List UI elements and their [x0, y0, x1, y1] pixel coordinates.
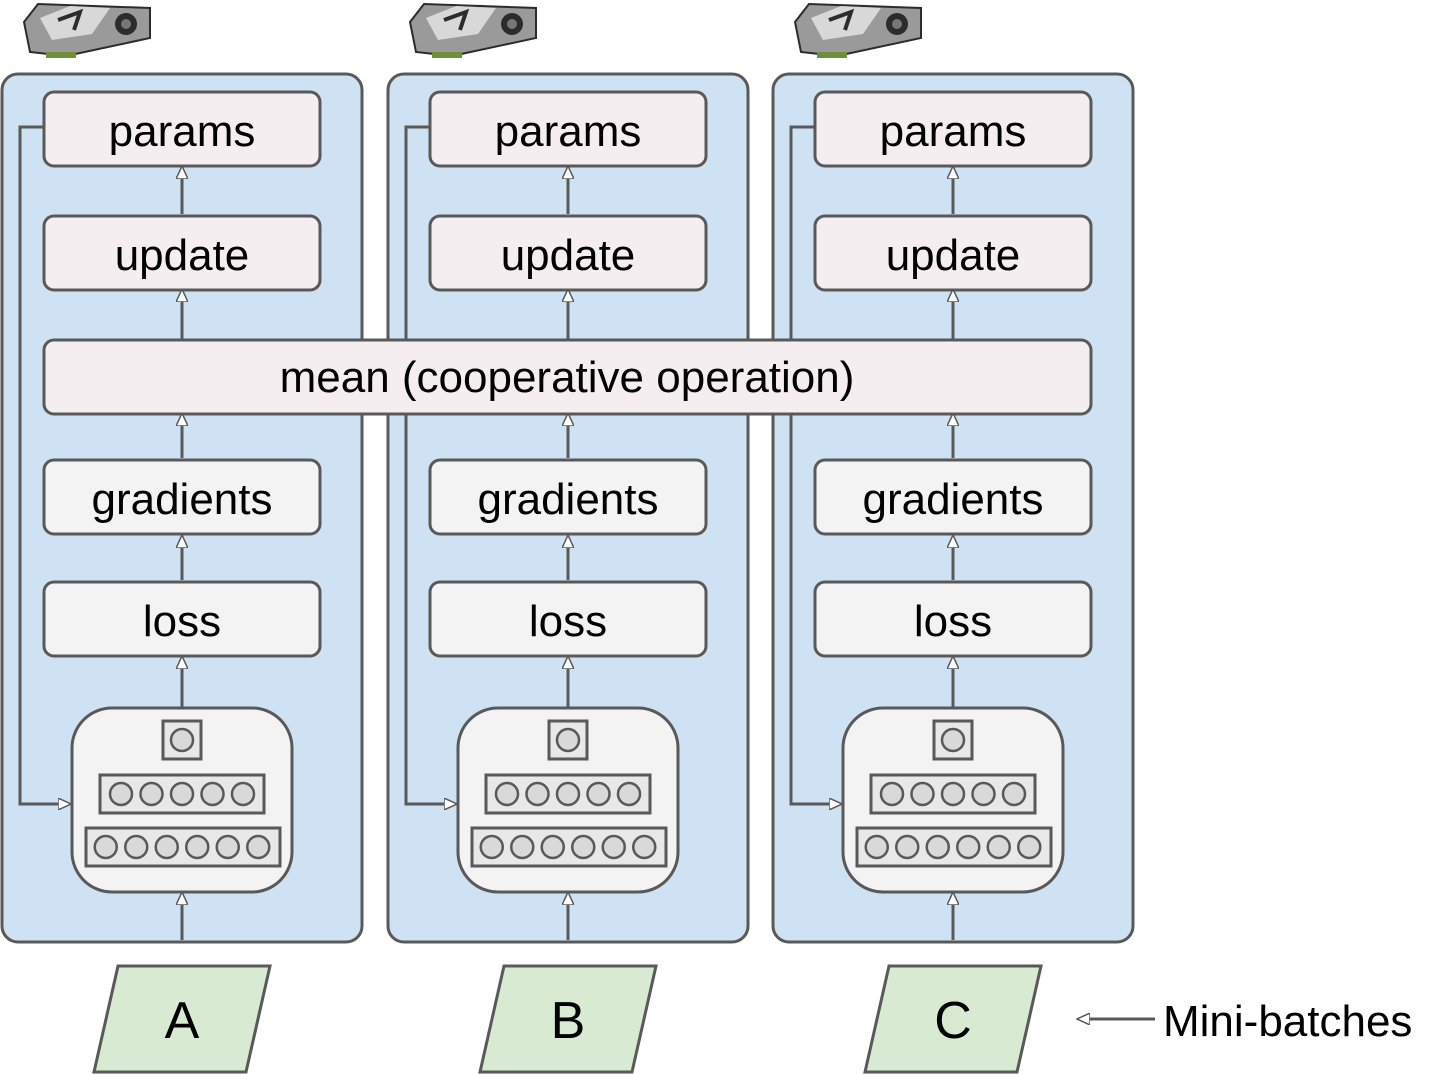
neuron [169, 727, 195, 753]
neuron [555, 781, 581, 807]
gpu-card-icon [408, 2, 537, 58]
neural-network-model [70, 706, 294, 894]
neuron [571, 834, 596, 860]
neuron [200, 781, 225, 807]
neuron [925, 834, 950, 860]
minibatch-label: A [165, 992, 200, 1050]
params-box: params [42, 90, 322, 168]
update-label: update [501, 231, 636, 280]
params-box: params [813, 90, 1093, 168]
neuron [1017, 834, 1042, 860]
neuron [1001, 781, 1027, 807]
params-feedback-arrow [789, 125, 841, 804]
gradients-box: gradients [42, 458, 322, 536]
update-label: update [115, 231, 250, 280]
neuron [601, 834, 626, 860]
minibatches-label: Mini-batches [1163, 997, 1412, 1046]
neuron [169, 781, 195, 807]
neuron [616, 781, 642, 807]
gpu-card-icon [793, 2, 922, 58]
params-label: params [880, 107, 1027, 156]
neuron [895, 834, 920, 860]
update-label: update [886, 231, 1021, 280]
gradients-label: gradients [91, 475, 272, 524]
neuron [632, 834, 657, 860]
minibatch-label: B [551, 992, 586, 1050]
params-feedback-arrow [18, 125, 70, 804]
mean-cooperative-box: mean (cooperative operation) [42, 338, 1093, 416]
gradients-label: gradients [862, 475, 1043, 524]
params-feedback-arrow [404, 125, 456, 804]
neuron [525, 781, 550, 807]
minibatch-b: B [478, 964, 658, 1074]
neuron [154, 834, 179, 860]
neuron [940, 781, 966, 807]
params-box: params [428, 90, 708, 168]
neuron [230, 781, 256, 807]
loss-box: loss [428, 580, 708, 658]
neuron [108, 781, 134, 807]
neuron [215, 834, 240, 860]
loss-label: loss [529, 597, 607, 646]
neuron [494, 781, 520, 807]
neuron [185, 834, 210, 860]
gpu-card-icon [22, 2, 151, 58]
loss-box: loss [42, 580, 322, 658]
loss-label: loss [143, 597, 221, 646]
neuron [555, 727, 581, 753]
neural-network-model [841, 706, 1065, 894]
neuron [986, 834, 1011, 860]
neuron [246, 834, 271, 860]
neuron [510, 834, 535, 860]
update-box: update [813, 214, 1093, 292]
loss-label: loss [914, 597, 992, 646]
neuron [540, 834, 565, 860]
minibatch-label: C [934, 992, 972, 1050]
mean-label: mean (cooperative operation) [280, 353, 855, 402]
update-box: update [42, 214, 322, 292]
gradients-box: gradients [813, 458, 1093, 536]
minibatch-a: A [92, 964, 272, 1074]
neuron [479, 834, 504, 860]
neuron [139, 781, 164, 807]
minibatches-annotation: Mini-batches [1078, 997, 1412, 1046]
neuron [93, 834, 118, 860]
gradients-box: gradients [428, 458, 708, 536]
neuron [910, 781, 935, 807]
neuron [879, 781, 905, 807]
params-label: params [495, 107, 642, 156]
neuron [124, 834, 149, 860]
gradients-label: gradients [477, 475, 658, 524]
neuron [940, 727, 966, 753]
neural-network-model [456, 706, 680, 894]
neuron [956, 834, 981, 860]
neuron [586, 781, 611, 807]
neuron [971, 781, 996, 807]
neuron [864, 834, 889, 860]
loss-box: loss [813, 580, 1093, 658]
minibatch-c: C [863, 964, 1043, 1074]
params-label: params [109, 107, 256, 156]
update-box: update [428, 214, 708, 292]
